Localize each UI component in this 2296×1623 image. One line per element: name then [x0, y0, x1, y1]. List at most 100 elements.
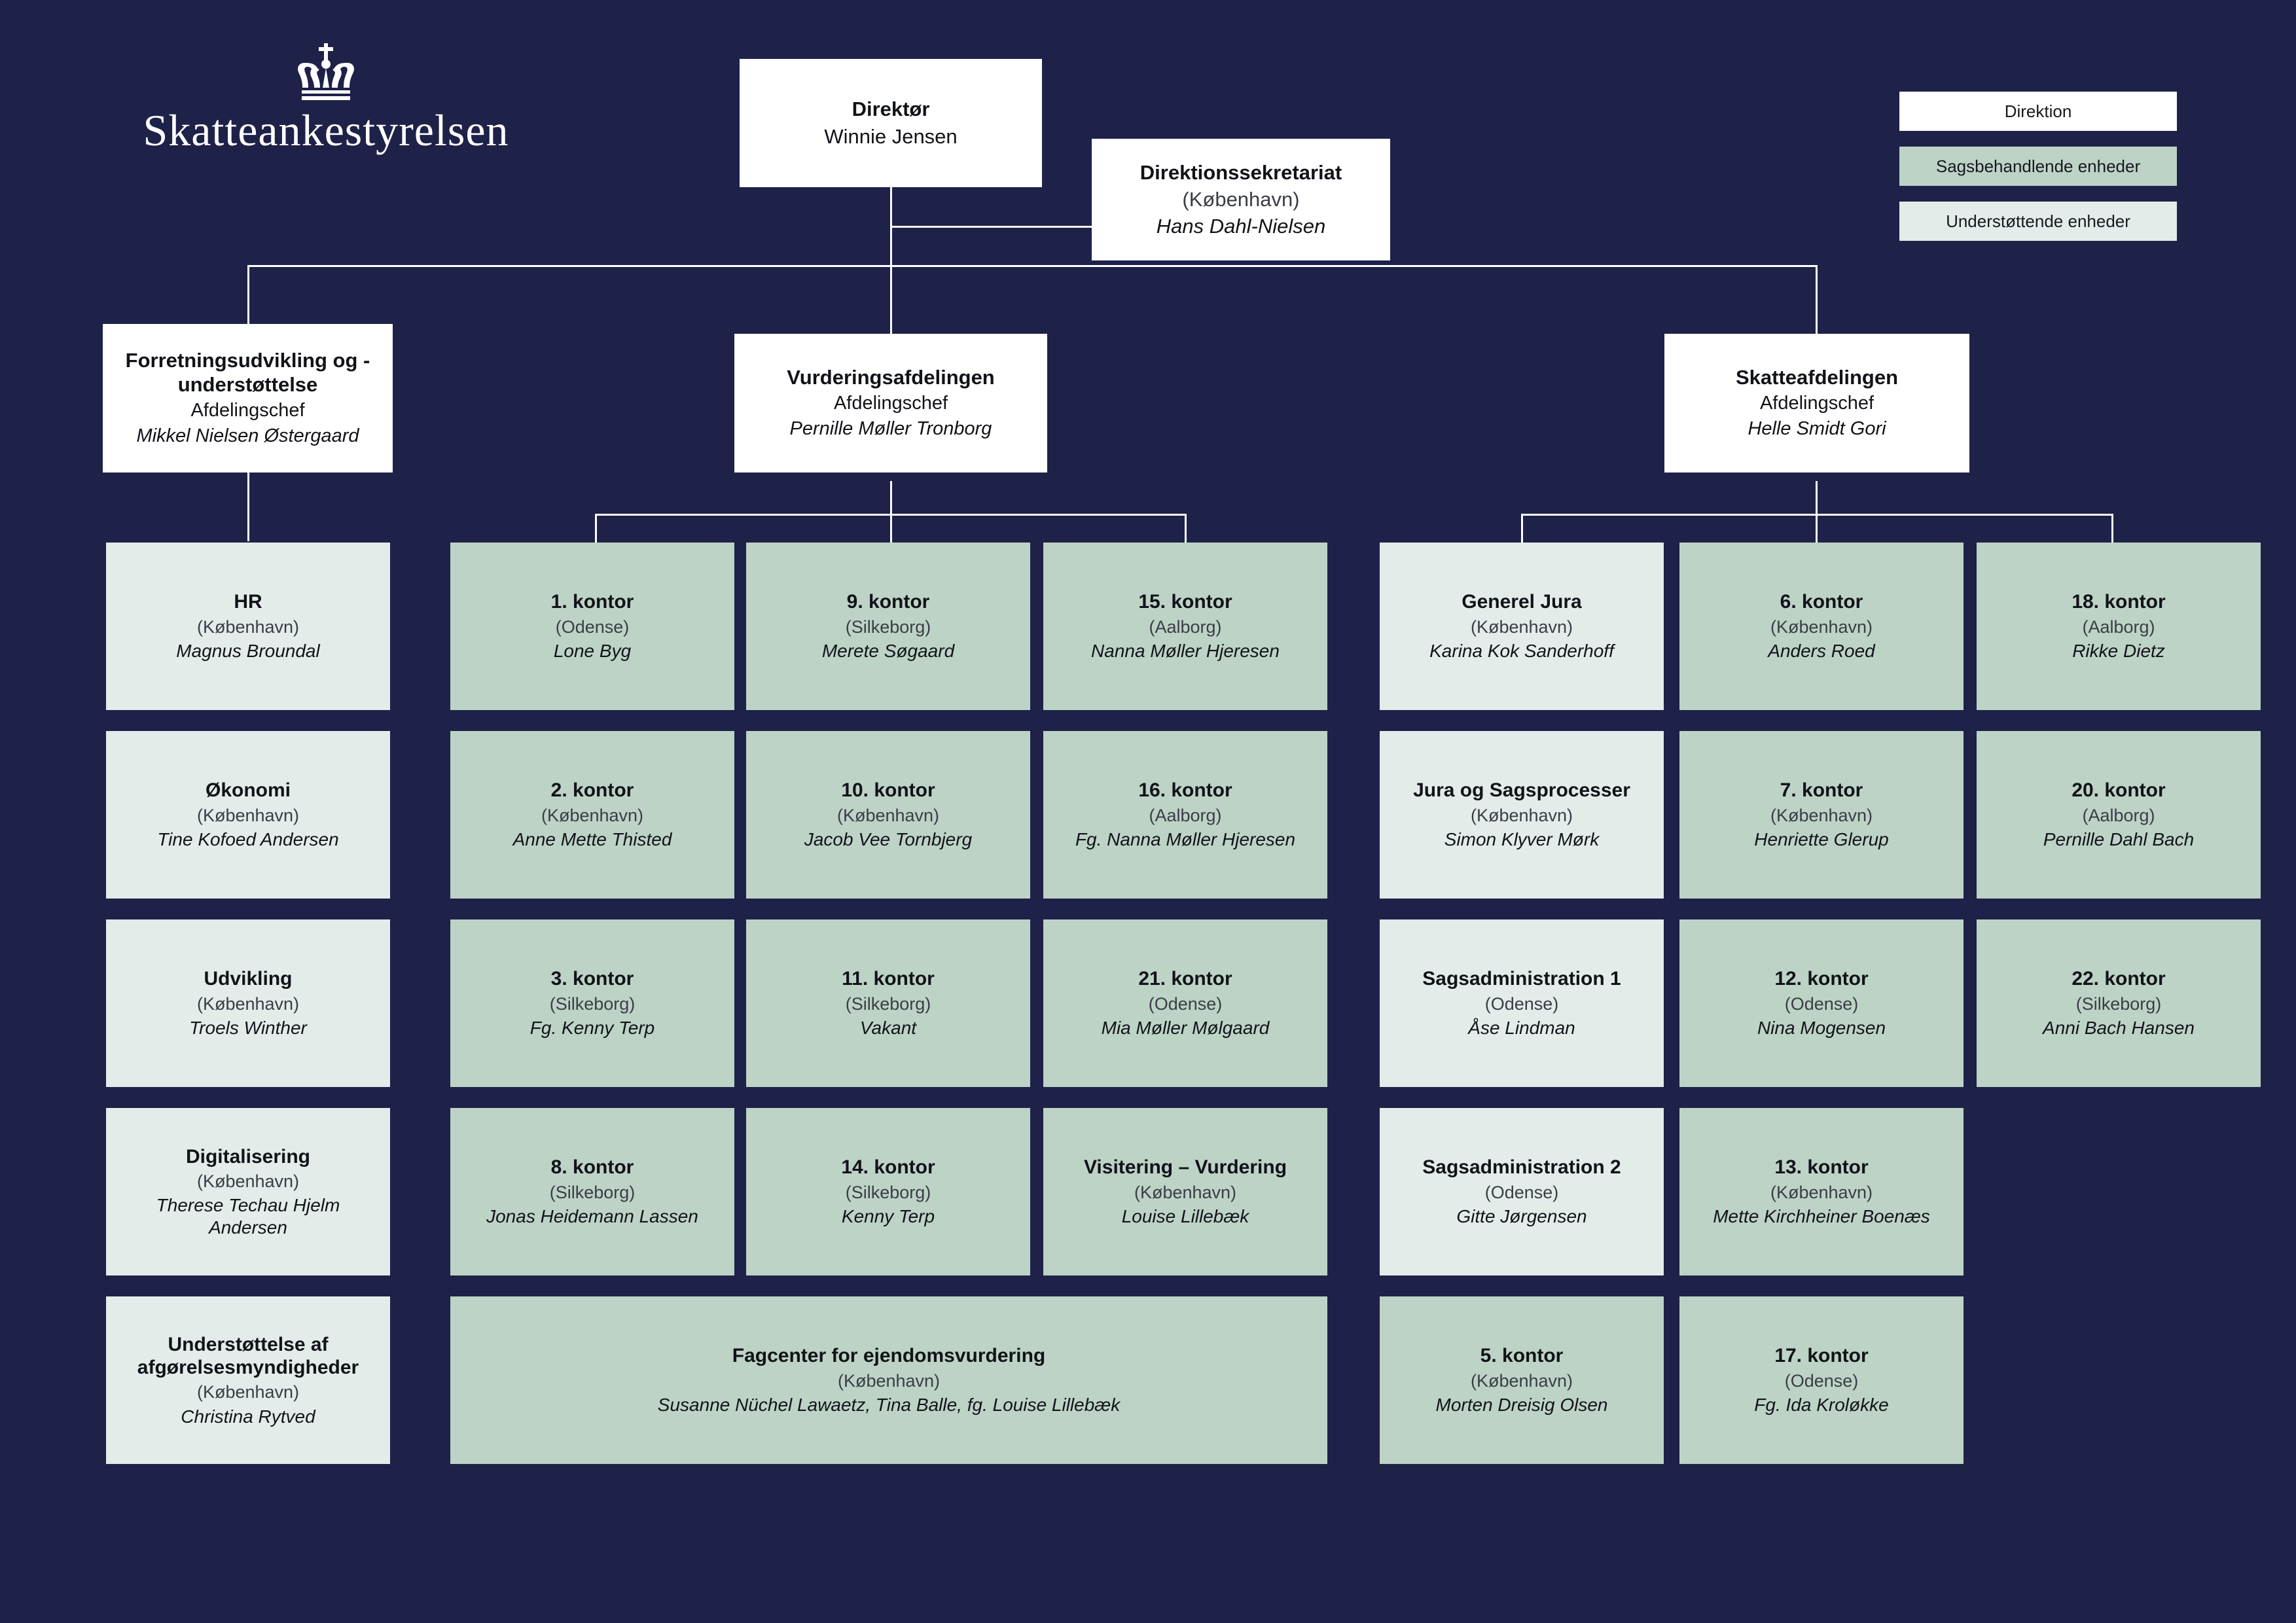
node-department-tax[interactable]: Skatteafdelingen Afdelingschef Helle Smi… [1664, 334, 1969, 473]
legend: Direktion Sagsbehandlende enheder Unders… [1899, 92, 2177, 257]
node-location: (København) [1770, 805, 1873, 825]
node-location: (København) [196, 993, 300, 1014]
node-location: (Aalborg) [1149, 805, 1222, 825]
node-person: Pernille Dahl Bach [2043, 829, 2195, 850]
node-unit-kontor-6[interactable]: 6. kontor (København) Anders Roed [1679, 543, 1964, 710]
node-title: 3. kontor [550, 968, 634, 990]
node-unit-visitering-vurdering[interactable]: Visitering – Vurdering (København) Louis… [1043, 1108, 1327, 1275]
node-title: 8. kontor [550, 1156, 634, 1179]
node-unit-kontor-18[interactable]: 18. kontor (Aalborg) Rikke Dietz [1977, 543, 2261, 710]
legend-item-direktion: Direktion [1899, 92, 2177, 131]
node-person: Mette Kirchheiner Boenæs [1713, 1206, 1930, 1227]
node-location: (København) [1182, 188, 1300, 211]
node-title: 10. kontor [841, 779, 935, 802]
node-location: (Silkeborg) [549, 1182, 636, 1202]
node-title: Direktør [852, 98, 930, 121]
node-person: Rikke Dietz [2072, 641, 2165, 662]
node-unit-oekonomi[interactable]: Økonomi (København) Tine Kofoed Andersen [106, 731, 390, 899]
node-location: (Silkeborg) [845, 616, 931, 637]
node-unit-kontor-8[interactable]: 8. kontor (Silkeborg) Jonas Heidemann La… [450, 1108, 734, 1275]
node-location: (Aalborg) [2082, 805, 2155, 825]
node-title: 11. kontor [842, 968, 935, 990]
node-title: Økonomi [205, 779, 291, 802]
node-person: Magnus Broundal [176, 641, 320, 662]
node-location: (Odense) [1148, 993, 1223, 1014]
node-unit-kontor-10[interactable]: 10. kontor (København) Jacob Vee Tornbje… [746, 731, 1030, 899]
node-department-valuation[interactable]: Vurderingsafdelingen Afdelingschef Perni… [734, 334, 1047, 473]
node-unit-sagsadministration-2[interactable]: Sagsadministration 2 (Odense) Gitte Jørg… [1380, 1108, 1664, 1275]
node-unit-kontor-14[interactable]: 14. kontor (Silkeborg) Kenny Terp [746, 1108, 1030, 1275]
node-title: 9. kontor [846, 591, 930, 613]
node-secretariat[interactable]: Direktionssekretariat (København) Hans D… [1092, 139, 1390, 260]
node-unit-udvikling[interactable]: Udvikling (København) Troels Winther [106, 919, 390, 1087]
node-location: (København) [196, 1171, 300, 1191]
node-unit-kontor-17[interactable]: 17. kontor (Odense) Fg. Ida Kroløkke [1679, 1296, 1964, 1464]
node-person: Kenny Terp [841, 1206, 935, 1227]
danish-royal-crown-icon [298, 43, 354, 100]
node-title: Udvikling [204, 968, 293, 990]
node-person: Susanne Nüchel Lawaetz, Tina Balle, fg. … [657, 1395, 1121, 1416]
node-location: (Silkeborg) [549, 993, 636, 1014]
node-person: Henriette Glerup [1754, 829, 1889, 850]
node-unit-understoettelse[interactable]: Understøttelse af afgørelsesmyndigheder … [106, 1296, 390, 1464]
node-unit-kontor-5[interactable]: 5. kontor (København) Morten Dreisig Ols… [1380, 1296, 1664, 1464]
node-unit-kontor-2[interactable]: 2. kontor (København) Anne Mette Thisted [450, 731, 734, 899]
node-title: 20. kontor [2072, 779, 2166, 802]
node-unit-kontor-15[interactable]: 15. kontor (Aalborg) Nanna Møller Hjeres… [1043, 543, 1327, 710]
node-person: Nanna Møller Hjeresen [1091, 641, 1280, 662]
node-title: 15. kontor [1138, 591, 1232, 613]
legend-item-understoettende: Understøttende enheder [1899, 202, 2177, 241]
node-location: (Silkeborg) [845, 993, 931, 1014]
node-unit-kontor-16[interactable]: 16. kontor (Aalborg) Fg. Nanna Møller Hj… [1043, 731, 1327, 899]
node-title: Direktionssekretariat [1139, 160, 1342, 184]
node-unit-kontor-7[interactable]: 7. kontor (København) Henriette Glerup [1679, 731, 1964, 899]
node-location: (Odense) [1784, 1370, 1859, 1391]
node-location: (København) [196, 805, 300, 825]
node-person: Morten Dreisig Olsen [1435, 1395, 1608, 1416]
connector-departments-bus [247, 265, 1817, 267]
node-unit-kontor-12[interactable]: 12. kontor (Odense) Nina Mogensen [1679, 919, 1964, 1087]
node-unit-fagcenter-ejendomsvurdering[interactable]: Fagcenter for ejendomsvurdering (Københa… [450, 1296, 1327, 1464]
node-unit-kontor-11[interactable]: 11. kontor (Silkeborg) Vakant [746, 919, 1030, 1087]
node-title: 5. kontor [1480, 1345, 1564, 1367]
node-location: (København) [1470, 805, 1573, 825]
node-location: (København) [837, 1370, 941, 1391]
node-person: Åse Lindman [1468, 1018, 1575, 1039]
node-location: (Odense) [555, 616, 630, 637]
node-unit-generel-jura[interactable]: Generel Jura (København) Karina Kok Sand… [1380, 543, 1664, 710]
node-unit-digitalisering[interactable]: Digitalisering (København) Therese Techa… [106, 1108, 390, 1275]
node-department-business[interactable]: Forretningsudvikling og -understøttelse … [103, 324, 393, 473]
node-director[interactable]: Direktør Winnie Jensen [740, 59, 1042, 187]
node-title: Visitering – Vurdering [1083, 1156, 1287, 1179]
node-unit-kontor-13[interactable]: 13. kontor (København) Mette Kirchheiner… [1679, 1108, 1964, 1275]
node-title: Understøttelse af afgørelsesmyndigheder [137, 1333, 359, 1378]
connector-tax-col3 [2111, 514, 2113, 543]
connector-secretariat-horizontal [890, 226, 1093, 228]
node-title: 13. kontor [1774, 1156, 1869, 1179]
node-unit-kontor-20[interactable]: 20. kontor (Aalborg) Pernille Dahl Bach [1977, 731, 2261, 899]
node-title: Generel Jura [1462, 591, 1582, 613]
node-person: Jacob Vee Tornbjerg [804, 829, 973, 850]
node-person: Merete Søgaard [821, 641, 955, 662]
node-person: Tine Kofoed Andersen [157, 829, 339, 850]
node-unit-kontor-22[interactable]: 22. kontor (Silkeborg) Anni Bach Hansen [1977, 919, 2261, 1087]
node-unit-jura-og-sagsprocesser[interactable]: Jura og Sagsprocesser (København) Simon … [1380, 731, 1664, 899]
node-unit-kontor-1[interactable]: 1. kontor (Odense) Lone Byg [450, 543, 734, 710]
node-title: HR [234, 591, 262, 613]
node-person: Pernille Møller Tronborg [789, 418, 992, 440]
legend-item-sagsbehandlende: Sagsbehandlende enheder [1899, 147, 2177, 186]
node-unit-kontor-21[interactable]: 21. kontor (Odense) Mia Møller Mølgaard [1043, 919, 1327, 1087]
node-title: 1. kontor [550, 591, 634, 613]
node-unit-kontor-9[interactable]: 9. kontor (Silkeborg) Merete Søgaard [746, 543, 1030, 710]
node-title: Sagsadministration 2 [1422, 1156, 1621, 1179]
node-person: Therese Techau Hjelm Andersen [156, 1195, 340, 1238]
node-title: 22. kontor [2072, 968, 2166, 990]
node-person: Lone Byg [553, 641, 632, 662]
node-unit-kontor-3[interactable]: 3. kontor (Silkeborg) Fg. Kenny Terp [450, 919, 734, 1087]
node-person: Mikkel Nielsen Østergaard [136, 425, 359, 447]
node-unit-hr[interactable]: HR (København) Magnus Broundal [106, 543, 390, 710]
node-title: Vurderingsafdelingen [787, 365, 995, 389]
node-unit-sagsadministration-1[interactable]: Sagsadministration 1 (Odense) Åse Lindma… [1380, 919, 1664, 1087]
node-title: 21. kontor [1138, 968, 1232, 990]
organization-logo: Skatteankestyrelsen [97, 39, 555, 152]
